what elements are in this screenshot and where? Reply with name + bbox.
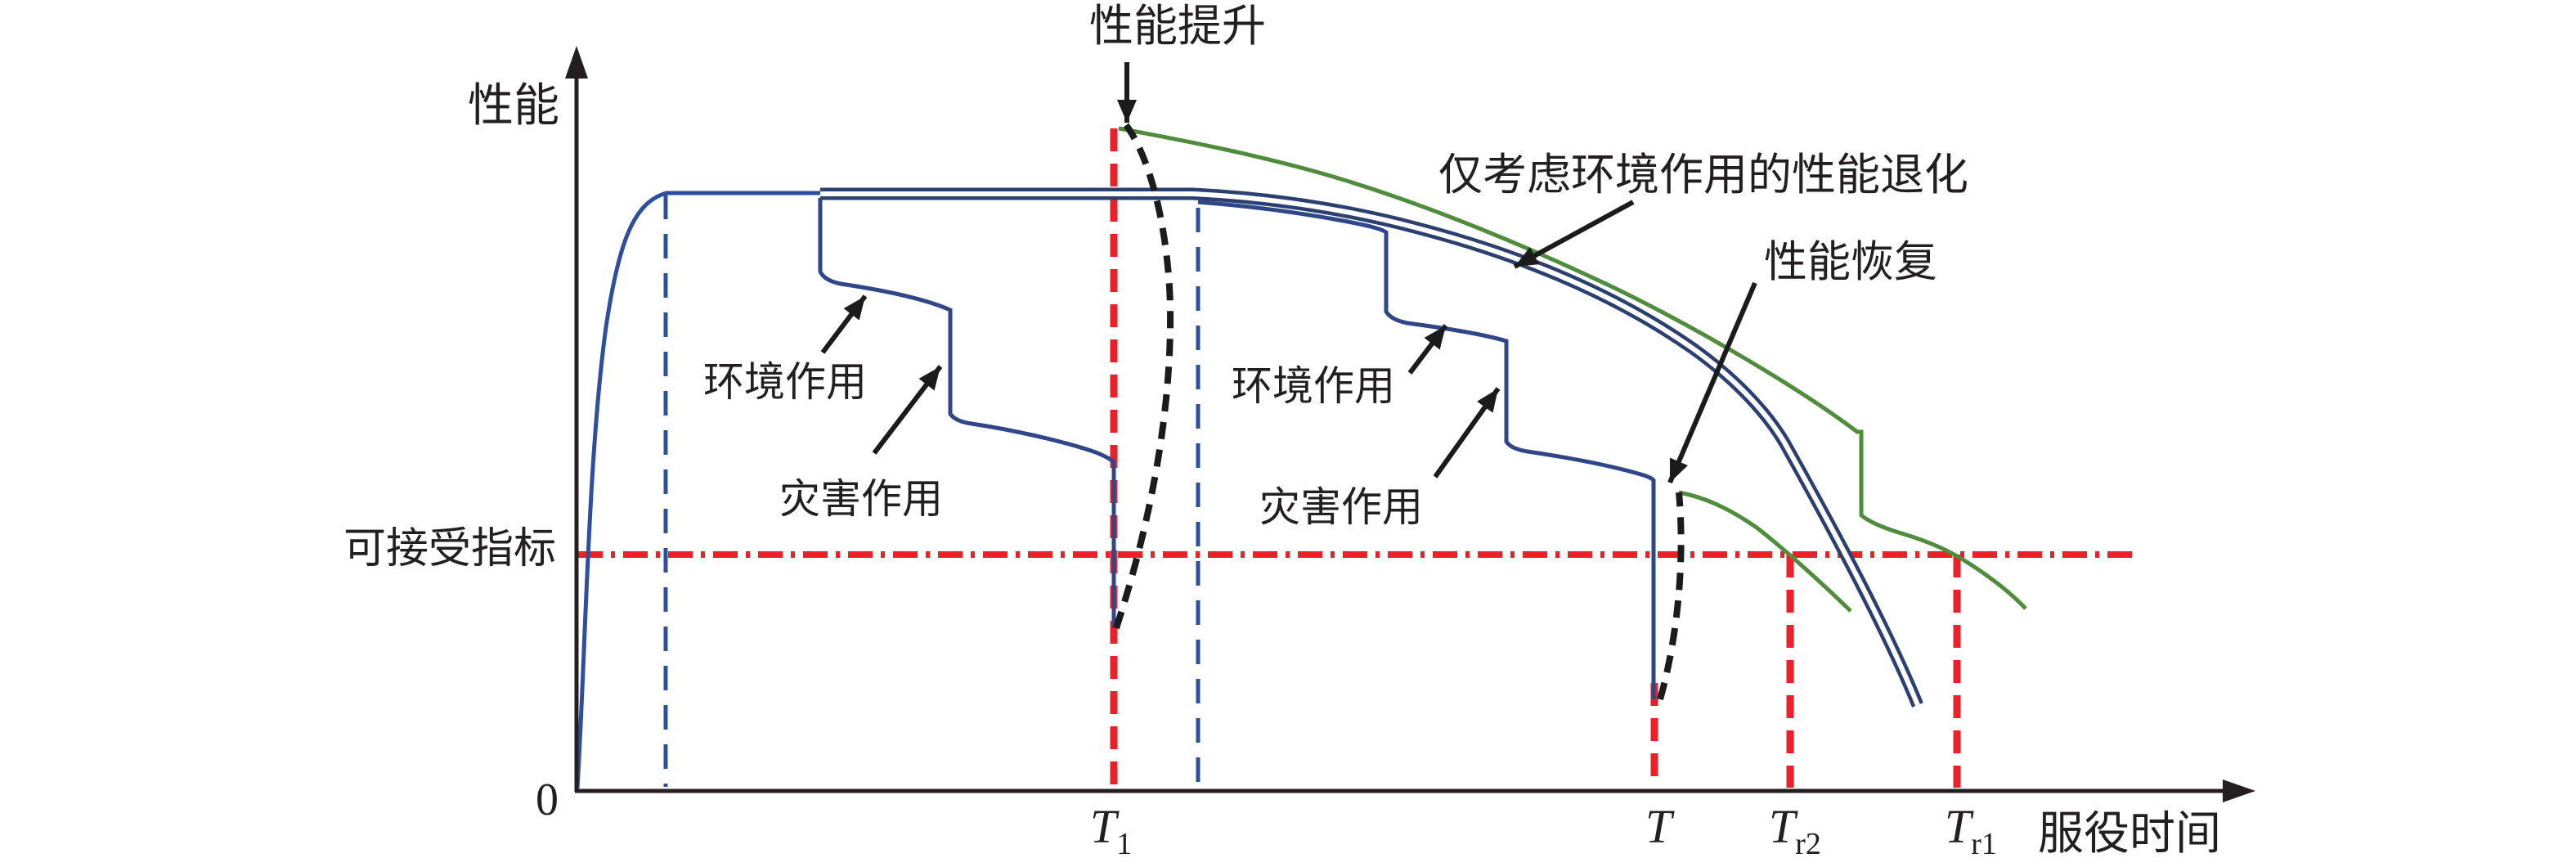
x-axis-arrowhead — [2223, 779, 2255, 802]
x-axis-label: 服役时间 — [2038, 809, 2221, 860]
tick-T: T — [1645, 800, 1675, 853]
tick-Tr2: Tr2 — [1769, 800, 1821, 861]
tick-Tr1: Tr1 — [1945, 800, 1997, 861]
recovery-bow-at-T1 — [1113, 123, 1174, 630]
env-only-degradation-double-line — [820, 187, 1923, 708]
tick-T1: T1 — [1090, 800, 1132, 861]
env-only-degradation-double-line-gap — [820, 191, 1920, 707]
initial-performance-rise-curve — [575, 191, 820, 789]
y-axis-label: 性能 — [468, 81, 559, 132]
hazard-action-left-arrow — [872, 365, 943, 455]
origin-label: 0 — [536, 775, 559, 825]
env-action-left-arrow — [820, 294, 868, 354]
env-action-left-label: 环境作用 — [703, 359, 867, 405]
env-action-right-label: 环境作用 — [1232, 363, 1395, 409]
threshold-label: 可接受指标 — [343, 526, 556, 573]
hazard-action-right-arrow — [1433, 387, 1501, 478]
recovery-bow-at-T — [1657, 492, 1685, 701]
recovery-arrow — [1667, 281, 1757, 484]
hazard-action-left-label: 灾害作用 — [779, 476, 943, 522]
stepped-degradation-cycle1 — [818, 198, 1116, 628]
env-action-right-arrow — [1407, 324, 1448, 375]
stepped-degradation-cycle2 — [1197, 200, 1656, 699]
y-axis-arrowhead — [565, 46, 588, 79]
green-curve-after-recovery — [1678, 490, 1852, 613]
env-only-degradation-label: 仅考虑环境作用的性能退化 — [1438, 150, 1968, 200]
improvement-label: 性能提升 — [1089, 2, 1266, 51]
hazard-action-right-label: 灾害作用 — [1259, 484, 1423, 530]
env-only-degradation-arrow — [1513, 200, 1635, 269]
green-curve-after-improvement — [1118, 126, 2027, 610]
recovery-label: 性能恢复 — [1764, 239, 1937, 286]
